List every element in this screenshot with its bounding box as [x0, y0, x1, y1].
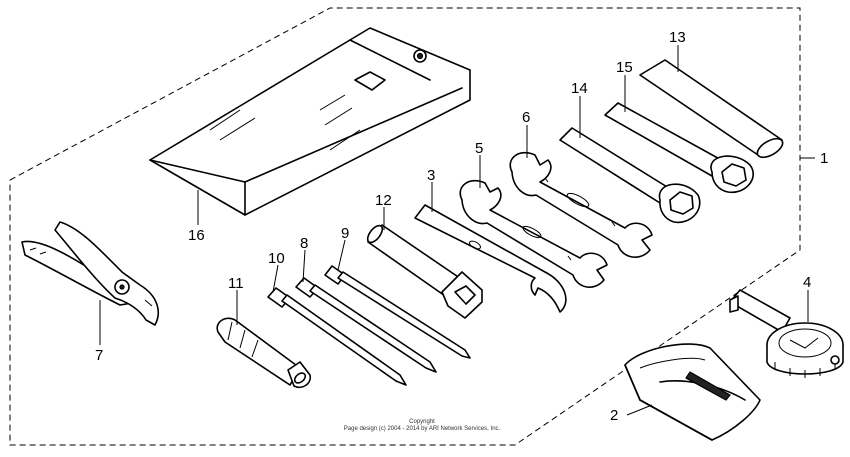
- callout-15: 15: [616, 59, 633, 76]
- spark-plug-wrench-drawing: [366, 224, 483, 319]
- callout-8: 8: [300, 235, 308, 252]
- copyright-notice: Page design (c) 2004 - 2014 by ARI Netwo…: [343, 426, 501, 432]
- screwdriver-bit-9-drawing: [324, 265, 471, 359]
- wrench-small-drawing: [459, 179, 608, 288]
- callout-5: 5: [475, 140, 483, 157]
- callout-6: 6: [522, 109, 530, 126]
- callout-4: 4: [803, 274, 811, 291]
- callout-12: 12: [375, 192, 392, 209]
- screwdriver-bit-8-drawing: [295, 277, 437, 373]
- callout-10: 10: [268, 250, 285, 267]
- callout-14: 14: [571, 80, 588, 97]
- kit-boundary-dashed: [9, 7, 801, 446]
- callout-2: 2: [610, 407, 618, 424]
- screwdriver-handle-drawing: [216, 317, 312, 389]
- callout-13: 13: [669, 29, 686, 46]
- tool-pouch-drawing: [149, 27, 471, 216]
- box-wrench-2-drawing: [604, 102, 754, 194]
- callout-7: 7: [95, 347, 103, 364]
- callout-11: 11: [228, 275, 244, 292]
- tool-bag-drawing: [624, 343, 761, 441]
- leader-lines: [99, 45, 815, 416]
- screwdriver-bit-10-drawing: [267, 287, 407, 386]
- callout-16: 16: [188, 227, 205, 244]
- copyright-line: Copyright: [409, 419, 435, 425]
- tire-gauge-drawing: [729, 289, 844, 378]
- extension-bar-drawing: [639, 59, 784, 159]
- callout-1: 1: [820, 150, 828, 167]
- box-wrench-1-drawing: [559, 127, 701, 224]
- callout-9: 9: [341, 225, 349, 242]
- pin-spanner-drawing: [414, 204, 567, 313]
- wrench-large-drawing: [509, 151, 653, 258]
- callout-3: 3: [427, 167, 435, 184]
- pliers-drawing: [21, 221, 159, 326]
